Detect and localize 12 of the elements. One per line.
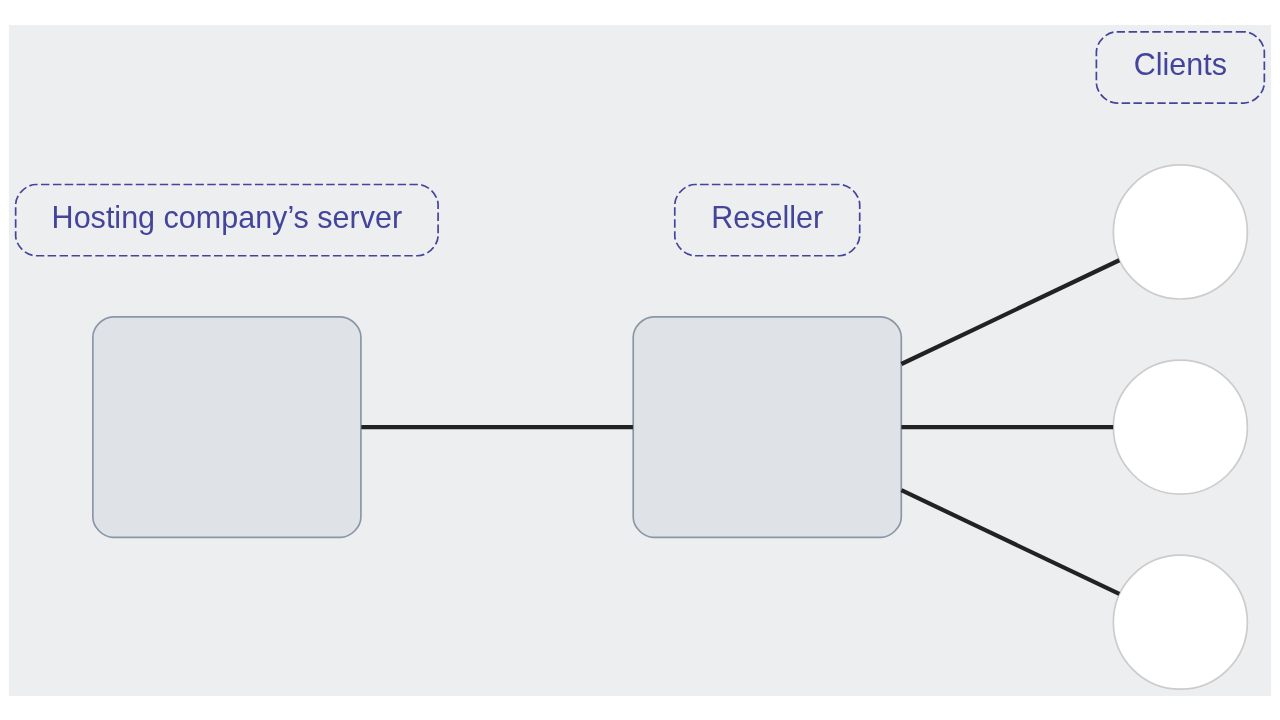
node-person (1112, 163, 1249, 300)
node-box: Hosting company’s server (14, 183, 439, 257)
connector (361, 424, 633, 429)
node-box (632, 315, 903, 538)
connector (900, 257, 1121, 366)
node-box: Clients (1095, 30, 1266, 104)
node-person (1112, 553, 1249, 690)
node-person (1112, 358, 1249, 495)
connector (901, 424, 1114, 429)
node-box (92, 315, 362, 538)
node-box: Reseller (673, 183, 861, 257)
connector (900, 487, 1121, 596)
